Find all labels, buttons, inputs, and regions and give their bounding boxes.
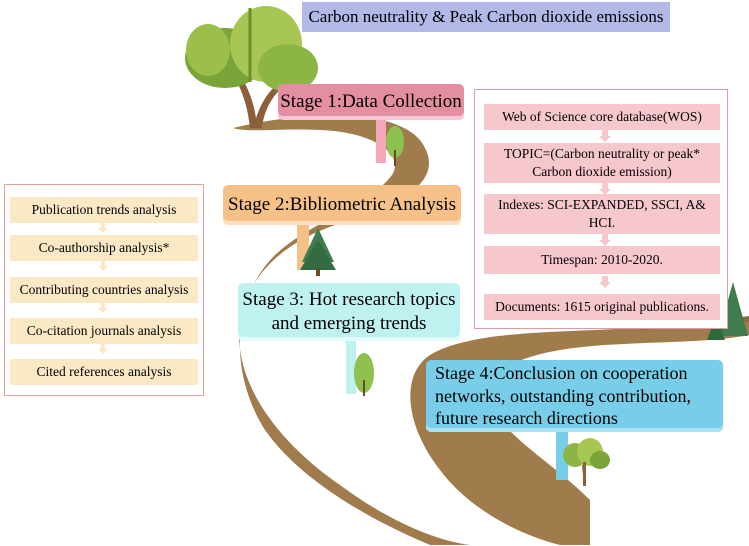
data-collection-item: Indexes: SCI-EXPANDED, SSCI, A& HCI. xyxy=(484,194,720,234)
pine-tree-icon xyxy=(297,222,336,276)
analysis-item: Contributing countries analysis xyxy=(10,277,198,303)
analysis-item: Publication trends analysis xyxy=(10,197,198,223)
data-collection-box: Web of Science core database(WOS) TOPIC=… xyxy=(474,89,728,329)
analysis-box: Publication trends analysis Co-authorshi… xyxy=(4,184,204,396)
down-arrow-icon xyxy=(98,303,108,313)
stage-4-label: Stage 4:Conclusion on cooperation networ… xyxy=(426,360,723,432)
small-tree-icon xyxy=(346,338,374,396)
data-collection-item: Documents: 1615 original publications. xyxy=(484,294,720,320)
small-tree-icon xyxy=(376,115,404,166)
down-arrow-icon xyxy=(98,223,108,233)
stage-1-label: Stage 1:Data Collection xyxy=(278,84,464,120)
down-arrow-icon xyxy=(98,344,108,354)
tree-icon xyxy=(556,428,610,486)
down-arrow-icon xyxy=(599,130,611,142)
down-arrow-icon xyxy=(599,276,611,288)
data-collection-item: Timespan: 2010-2020. xyxy=(484,246,720,274)
tree-icon xyxy=(185,6,318,128)
diagram-title: Carbon neutrality & Peak Carbon dioxide … xyxy=(302,2,670,32)
down-arrow-icon xyxy=(599,183,611,195)
down-arrow-icon xyxy=(98,261,108,271)
analysis-item: Co-authorship analysis* xyxy=(10,235,198,261)
stage-3-label: Stage 3: Hot research topics and emergin… xyxy=(238,283,460,341)
analysis-item: Co-citation journals analysis xyxy=(10,318,198,344)
winding-road xyxy=(233,115,749,545)
down-arrow-icon xyxy=(599,234,611,246)
data-collection-item: TOPIC=(Carbon neutrality or peak* Carbon… xyxy=(484,143,720,183)
analysis-item: Cited references analysis xyxy=(10,359,198,385)
stage-2-label: Stage 2:Bibliometric Analysis xyxy=(223,185,461,225)
data-collection-item: Web of Science core database(WOS) xyxy=(484,104,720,130)
